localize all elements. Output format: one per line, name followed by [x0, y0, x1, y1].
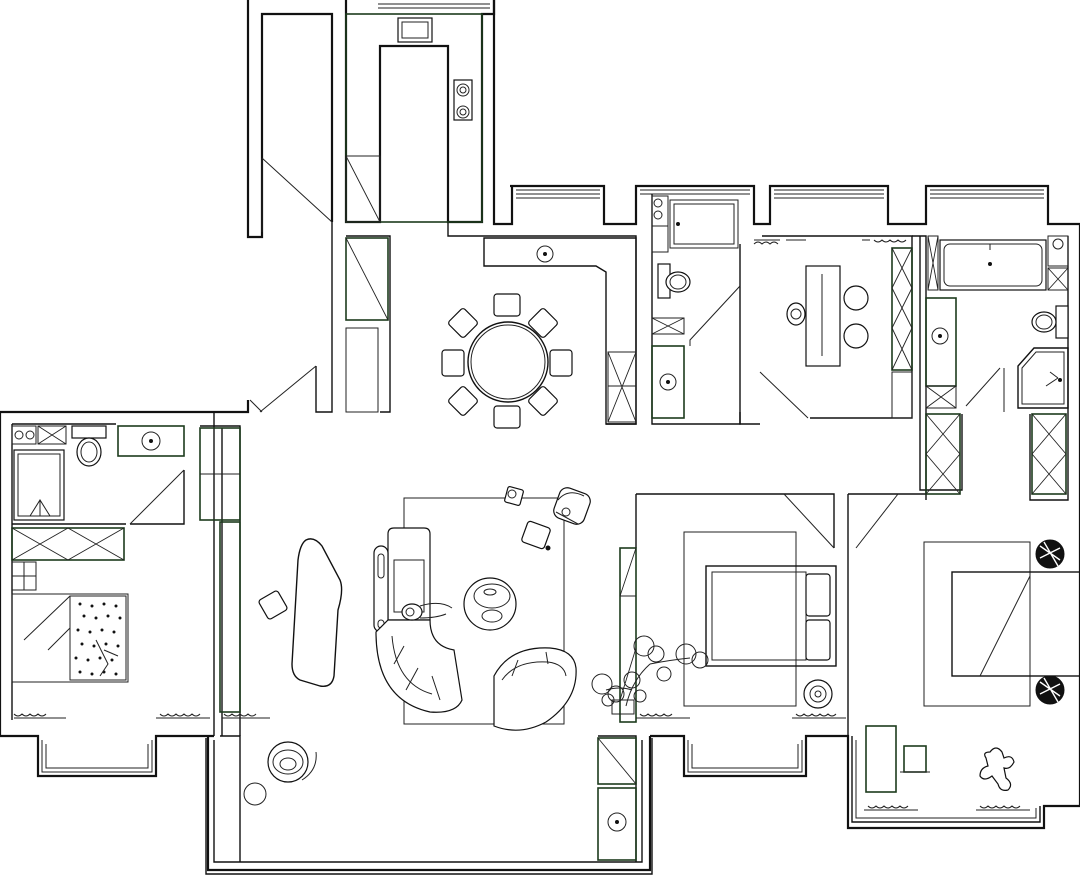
- toilet-icon: [1055, 305, 1069, 339]
- bed-icon: [11, 593, 129, 683]
- desk-icon: [805, 265, 841, 367]
- middle-bedroom: [591, 531, 846, 719]
- wardrobe-icon: [925, 413, 961, 495]
- chair-icon: [441, 349, 465, 377]
- wardrobe-icon: [1031, 413, 1067, 495]
- plant-icon: [591, 635, 709, 715]
- cooktop-icon: [453, 79, 473, 121]
- sink-icon: [931, 327, 949, 345]
- chair-icon: [448, 308, 478, 338]
- bed-icon: [951, 571, 1080, 677]
- chair-icon: [528, 386, 558, 416]
- toilet-icon: [71, 425, 107, 439]
- bathtub-icon: [939, 239, 1047, 291]
- chair-icon: [549, 349, 573, 377]
- living-room: [258, 486, 591, 731]
- wardrobe-icon: [11, 527, 125, 561]
- sink-icon: [536, 245, 554, 263]
- coffee-table-icon: [291, 538, 343, 687]
- dining-table-icon: [441, 293, 573, 429]
- middle-bathroom: [651, 195, 739, 419]
- bed-icon: [705, 565, 837, 667]
- chair-icon: [493, 293, 521, 317]
- door-swings: [129, 157, 1005, 549]
- master-bedroom: [864, 539, 1080, 811]
- shower-icon: [1017, 347, 1069, 409]
- sofa-icon: [387, 527, 431, 621]
- chair-icon: [903, 745, 927, 773]
- chair-icon: [258, 590, 288, 620]
- shower-icon: [669, 199, 739, 249]
- plant-icon: [267, 741, 309, 783]
- sink-icon: [607, 812, 627, 832]
- balcony: [243, 547, 637, 861]
- study: [753, 239, 913, 419]
- master-bathroom: [925, 235, 1069, 495]
- sink-icon: [141, 431, 161, 451]
- chair-icon: [448, 386, 478, 416]
- desk-icon: [865, 725, 897, 793]
- shower-icon: [13, 449, 65, 521]
- wardrobe-icon: [345, 237, 389, 321]
- kitchen: [345, 13, 637, 425]
- chair-icon: [493, 405, 521, 429]
- chair-icon: [843, 285, 869, 311]
- chair-icon: [843, 323, 869, 349]
- chair-icon: [528, 308, 558, 338]
- sink-icon: [659, 373, 677, 391]
- left-bedroom: [11, 425, 270, 719]
- wardrobe-icon: [891, 247, 913, 371]
- windows: [41, 3, 1044, 819]
